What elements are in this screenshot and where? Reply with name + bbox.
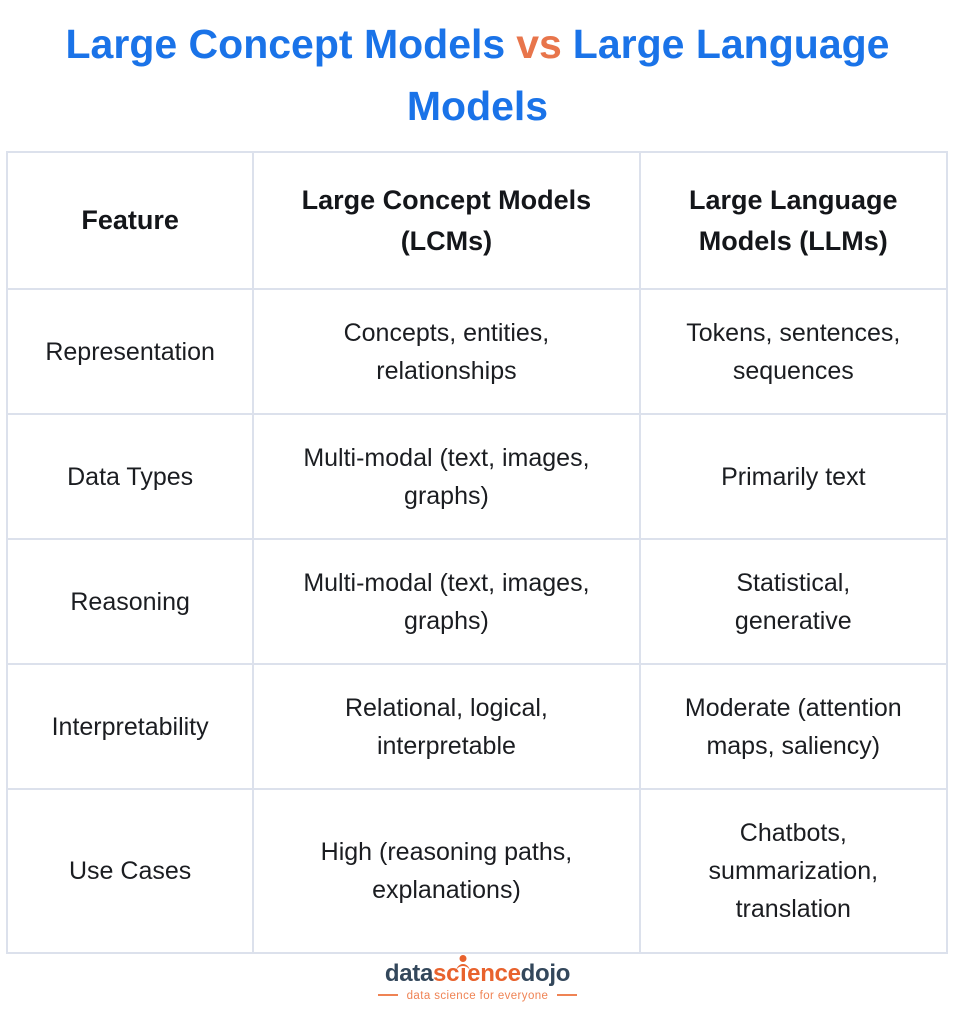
cell-llm: Statistical, generative [638,538,949,665]
header-feature: Feature [5,151,255,290]
person-head-icon [459,955,467,962]
cell-llm: Primarily text [638,413,949,540]
cell-lcm: Multi-modal (text, images, graphs) [252,538,641,665]
table-row: Reasoning Multi-modal (text, images, gra… [5,538,949,665]
cell-lcm: Relational, logical, interpretable [252,663,641,790]
logo-word-dojo: dojo [520,960,571,987]
table-row: Interpretability Relational, logical, in… [5,663,949,790]
title-part-lcm: Large Concept Models [65,21,506,67]
cell-llm: Chatbots, summarization, translation [638,788,949,954]
tagline-right-dash [557,993,578,996]
title-vs: vs [516,21,562,67]
cell-lcm: High (reasoning paths, explanations) [252,788,641,954]
tagline-left-dash [377,993,398,996]
cell-lcm: Concepts, entities, relationships [252,288,641,415]
title-part-llm: Large Language Models [406,21,890,129]
table-row: Data Types Multi-modal (text, images, gr… [5,413,949,540]
cell-feature: Data Types [5,413,255,540]
table-row: Use Cases High (reasoning paths, explana… [5,788,949,954]
cell-llm: Tokens, sentences, sequences [638,288,949,415]
cell-feature: Reasoning [5,538,255,665]
cell-feature: Interpretability [5,663,255,790]
header-llm: Large Language Models (LLMs) [638,151,949,290]
cell-feature: Representation [5,288,255,415]
header-lcm: Large Concept Models (LCMs) [252,151,641,290]
person-arms-icon [456,964,471,972]
comparison-table: Feature Large Concept Models (LCMs) Larg… [5,151,949,954]
tagline-text: data science for everyone [406,990,549,1002]
cell-llm: Moderate (attention maps, saliency) [638,663,949,790]
logo-word-data: data [384,960,434,987]
logo-tagline: data science for everyone [0,989,955,1003]
logo-word-ence: ence [467,960,521,987]
table-row: Representation Concepts, entities, relat… [5,288,949,415]
cell-feature: Use Cases [5,788,255,954]
logo-word-sc: sc [433,960,460,987]
table-header-row: Feature Large Concept Models (LCMs) Larg… [5,151,949,290]
person-icon: ı [456,955,471,987]
cell-lcm: Multi-modal (text, images, graphs) [252,413,641,540]
